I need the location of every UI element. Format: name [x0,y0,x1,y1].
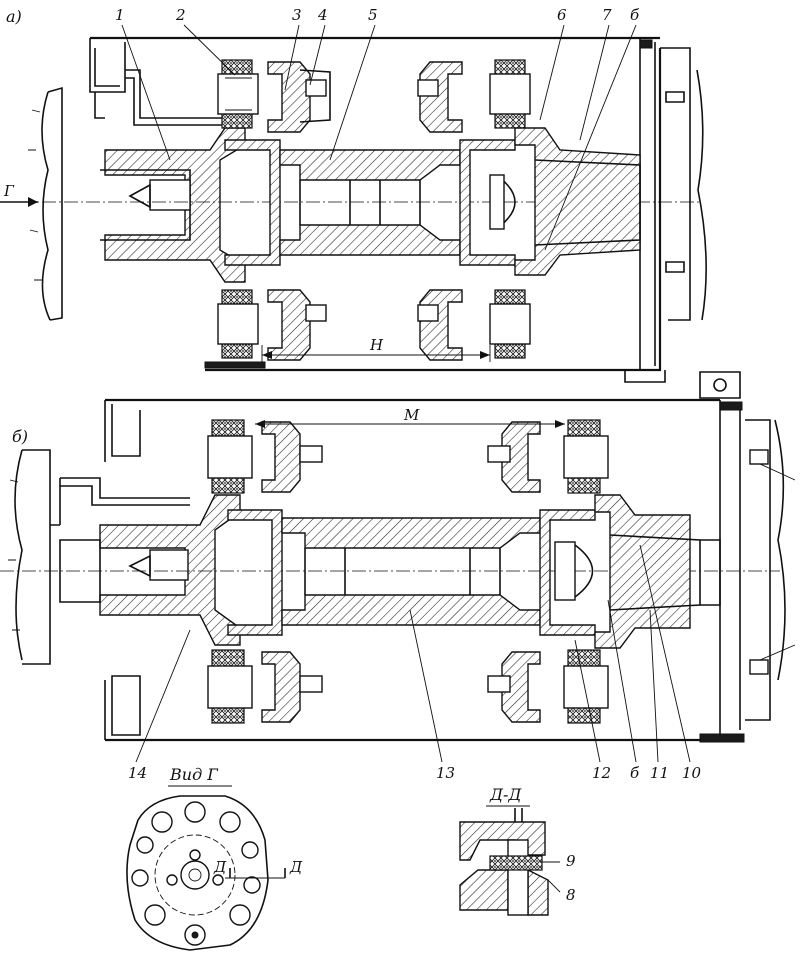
callout-11: 11 [650,764,669,782]
callout-4: 4 [317,6,328,24]
callout-8: 8 [566,886,576,904]
callout-b-bottom: б [630,764,640,782]
callout-5: 5 [368,6,378,24]
view-tag-a: а) [6,7,22,26]
bolt-holes [131,801,261,946]
callout-1: 1 [115,6,125,24]
leader-lines [121,24,691,763]
view-b [0,371,796,743]
dimension-h: Н [369,336,384,354]
callout-b-top: б [630,6,640,24]
view-a [0,36,707,383]
detail-view-g: Вид Г Д Д [126,765,303,951]
housing-b [105,398,720,742]
callout-14: 14 [128,764,147,782]
callout-2: 2 [175,6,186,24]
callout-13: 13 [436,764,455,782]
callout-7: 7 [602,6,612,24]
callout-9: 9 [566,852,576,870]
section-view-title: Д-Д [489,785,522,804]
callout-10: 10 [682,764,702,782]
section-mark-right: Д [289,858,303,876]
view-tag-b: б) [12,427,28,446]
callouts: а) 1 2 3 4 5 6 7 б Г Н б) М 14 13 12 б 1… [3,6,702,782]
wheel-disc-a [41,91,51,321]
section-view-dd: Д-Д 9 8 [459,785,576,916]
arrow-label-g: Г [3,182,15,200]
wheel-disc-b [14,449,23,661]
housing-a [90,36,662,372]
callout-3: 3 [292,6,302,24]
detail-view-title: Вид Г [169,765,219,784]
callout-6: 6 [557,6,567,24]
callout-12: 12 [592,764,611,782]
dimension-m: М [403,406,420,424]
section-mark-left: Д [213,858,227,876]
